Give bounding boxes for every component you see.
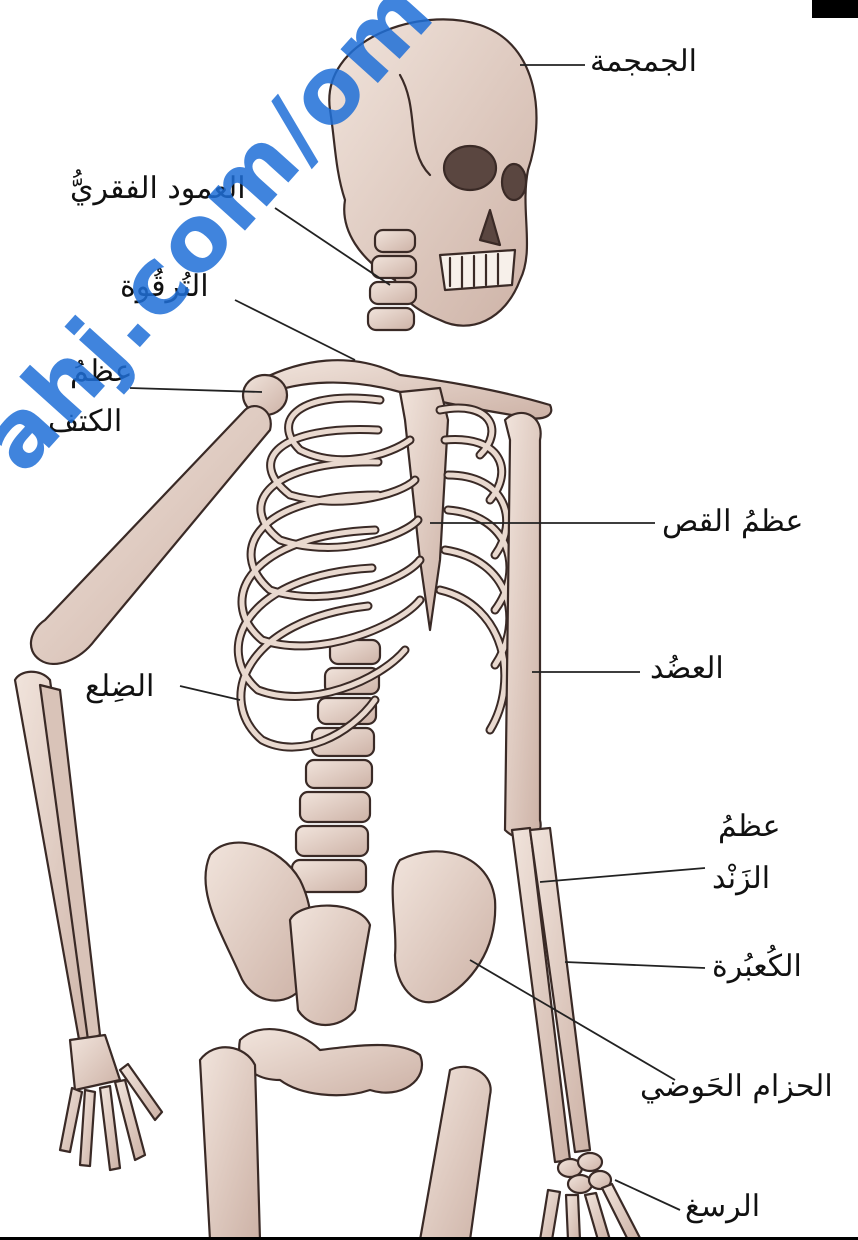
- leader-rib: [180, 686, 240, 700]
- label-skull: الجمجمة: [590, 45, 697, 80]
- corner-mark: [812, 0, 858, 18]
- leader-clavicle: [235, 300, 355, 360]
- leader-scapula: [130, 388, 262, 392]
- spine-bone: [292, 230, 416, 892]
- leader-wrist: [615, 1180, 680, 1210]
- label-sternum: عظمُ القص: [662, 505, 803, 540]
- left-hand-bones: [60, 1035, 162, 1170]
- label-wrist: الرسغ: [685, 1190, 760, 1225]
- leader-ulna: [540, 868, 705, 882]
- right-femur-bone: [420, 1067, 491, 1240]
- label-pelvis: الحزام الحَوضي: [640, 1070, 833, 1105]
- rib-cage-fill: [238, 398, 510, 747]
- label-humerus: العضُد: [650, 652, 724, 687]
- label-ulna-line2: الزَنْد: [712, 862, 770, 897]
- label-radius: الكُعبُرة: [712, 950, 802, 985]
- humerus-bone: [505, 413, 541, 839]
- label-ulna-line1: عظمُ: [718, 810, 780, 845]
- right-hand-bones: [540, 1184, 640, 1240]
- left-femur-bone: [200, 1047, 260, 1240]
- label-rib: الضِلع: [85, 670, 154, 705]
- leader-radius: [565, 962, 705, 968]
